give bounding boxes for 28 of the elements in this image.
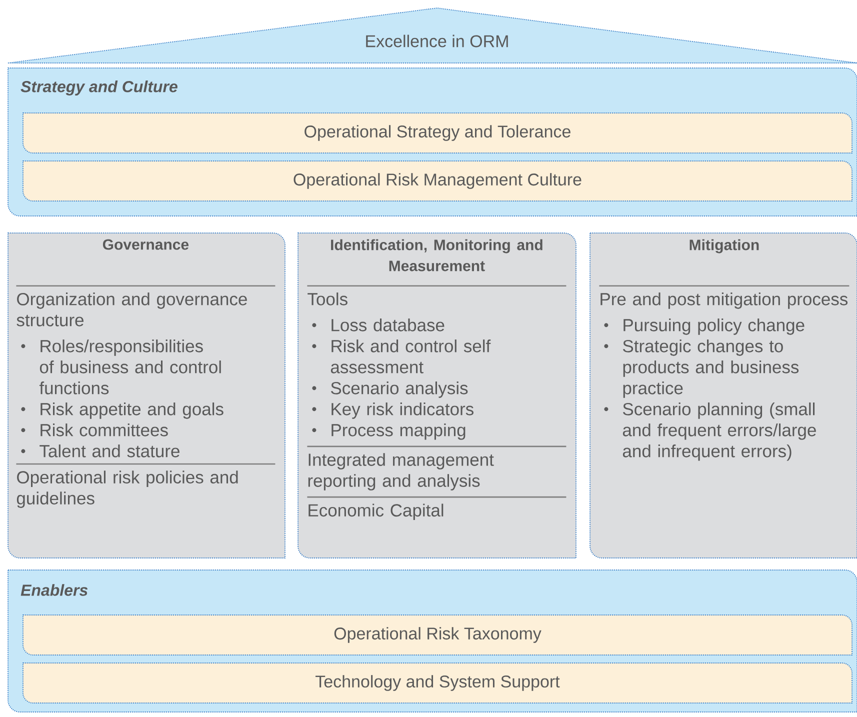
bullet-item: Scenario planning (small and frequent errors/large and infrequent errors)	[604, 402, 816, 461]
bullet-item: Risk and control self assessment	[312, 340, 491, 374]
section-text: Organization and governance structure	[16, 292, 247, 326]
layer-box: Operational Strategy and Tolerance	[22, 112, 852, 154]
bullet-item: Loss database	[312, 318, 444, 332]
section-text: Tools	[308, 292, 348, 306]
bullet-item: Risk committees	[21, 423, 168, 436]
layer-box: Operational Risk Management Culture	[22, 160, 852, 202]
band-heading: Strategy and Culture	[20, 80, 178, 96]
section-text: Integrated management reporting and analysis	[308, 453, 494, 490]
column-heading: Governance	[102, 239, 189, 250]
bullet-item: Talent and stature	[21, 444, 180, 458]
roof-title: Excellence in ORM	[366, 34, 508, 48]
layer-box: Operational Risk Taxonomy	[22, 614, 852, 656]
bullet-item: Pursuing policy change	[604, 318, 804, 335]
section-text: Economic Capital	[308, 504, 444, 520]
column-heading: Mitigation	[690, 239, 759, 254]
column-heading: Identification, Monitoring and Measurement	[331, 239, 542, 272]
bullet-item: Scenario analysis	[312, 381, 468, 398]
section-text: Operational risk policies and guidelines	[16, 470, 238, 508]
layer-box: Technology and System Support	[22, 662, 852, 704]
bullet-item: Risk appetite and goals	[21, 402, 224, 419]
bullet-item: Process mapping	[312, 423, 466, 440]
section-text: Pre and post mitigation process	[600, 292, 848, 309]
bullet-item: Key risk indicators	[312, 402, 474, 419]
bullet-item: Roles/responsibilities of business and control functions	[21, 340, 221, 394]
band-heading: Enablers	[20, 584, 88, 596]
bullet-item: Strategic changes to products and business practice	[604, 340, 799, 398]
